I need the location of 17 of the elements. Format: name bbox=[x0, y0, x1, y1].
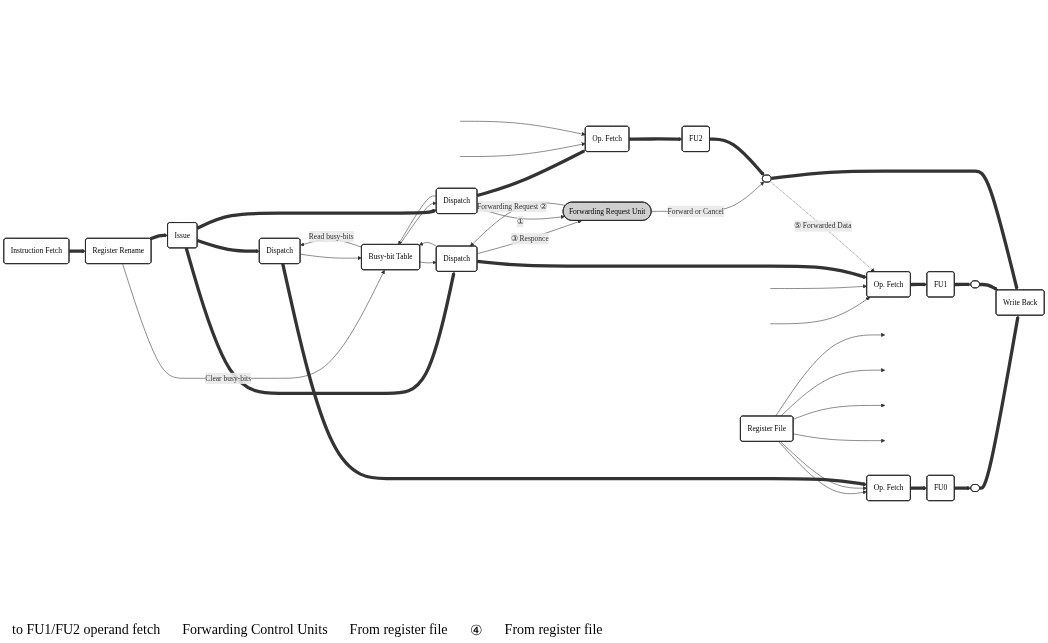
arrow bbox=[196, 238, 260, 253]
arrow bbox=[184, 247, 456, 395]
arrow bbox=[709, 137, 765, 176]
arrow bbox=[477, 259, 868, 279]
note-label: ④ bbox=[469, 622, 483, 639]
arrow bbox=[196, 208, 437, 230]
arrow bbox=[979, 315, 1020, 490]
note-label: From register file bbox=[349, 622, 448, 639]
arrow bbox=[68, 248, 86, 253]
arrow bbox=[629, 136, 683, 141]
arrow bbox=[910, 485, 928, 490]
arrow bbox=[476, 149, 586, 197]
note-label: to FU1/FU2 operand fetch bbox=[12, 622, 161, 639]
arrow bbox=[979, 282, 999, 291]
arrow bbox=[954, 485, 972, 490]
note-label: Forwarding Control Units bbox=[182, 622, 328, 639]
note-label: From register file bbox=[504, 622, 603, 639]
